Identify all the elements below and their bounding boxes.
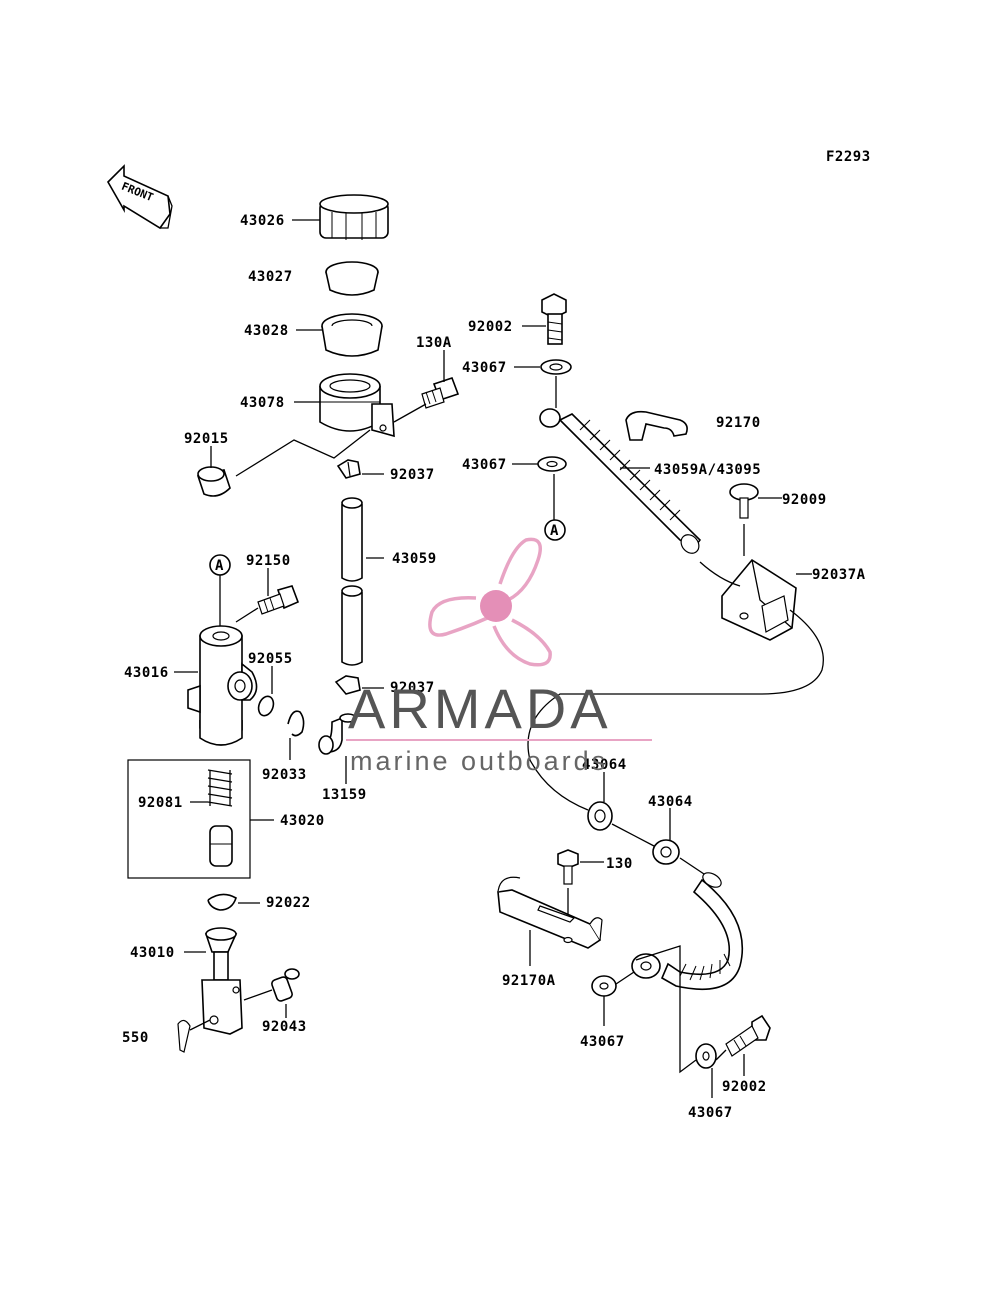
front-arrow-icon: FRONT xyxy=(107,164,173,230)
label-13159: 13159 xyxy=(322,787,367,803)
screw-92009 xyxy=(729,483,759,519)
routing-line xyxy=(527,561,824,811)
label-92002-top: 92002 xyxy=(468,319,513,335)
bracket-92170a xyxy=(497,876,603,949)
label-92170a: 92170A xyxy=(502,973,556,989)
grommet-43064-right xyxy=(652,839,680,865)
reservoir-body xyxy=(319,373,395,438)
callout-a-left: A xyxy=(209,554,231,576)
label-130a: 130A xyxy=(416,335,452,351)
reservoir-hose xyxy=(341,497,363,666)
watermark: ARMADA marine outboards xyxy=(346,537,652,776)
callout-a-right: A xyxy=(544,519,566,541)
bolt-92150 xyxy=(257,585,300,615)
label-43067-bl: 43067 xyxy=(580,1034,625,1050)
svg-text:A: A xyxy=(550,523,559,539)
propeller-hub-icon xyxy=(480,590,512,622)
label-92015: 92015 xyxy=(184,431,229,447)
label-92037-bottom: 92037 xyxy=(390,680,435,696)
hose-clamp-92170 xyxy=(625,410,688,441)
label-43028: 43028 xyxy=(244,323,289,339)
label-43064-left: 43064 xyxy=(582,757,627,773)
label-43067-br: 43067 xyxy=(688,1105,733,1121)
brake-hose-upper xyxy=(539,408,702,554)
label-92022: 92022 xyxy=(266,895,311,911)
label-43010: 43010 xyxy=(130,945,175,961)
label-43027: 43027 xyxy=(248,269,293,285)
pin-92043 xyxy=(271,968,300,1002)
label-92043: 92043 xyxy=(262,1019,307,1035)
grommet-92015 xyxy=(196,466,231,497)
diaphragm-plate xyxy=(325,261,379,296)
spring-92081 xyxy=(207,769,233,807)
hose-clamp-top xyxy=(336,459,361,479)
label-43067-mid: 43067 xyxy=(462,457,507,473)
grommet-43064-left xyxy=(587,801,613,831)
washer-bottom-left xyxy=(591,975,617,997)
bolt-130 xyxy=(557,849,579,885)
label-43059a: 43059A/43095 xyxy=(654,462,761,478)
label-43016: 43016 xyxy=(124,665,169,681)
label-43067-top: 43067 xyxy=(462,360,507,376)
svg-text:A: A xyxy=(215,558,224,574)
circlip-92033 xyxy=(287,710,305,737)
screw-130a xyxy=(421,376,460,409)
figure-code: F2293 xyxy=(826,149,871,165)
label-92037-top: 92037 xyxy=(390,467,435,483)
label-43026: 43026 xyxy=(240,213,285,229)
push-rod-43010 xyxy=(201,927,243,1035)
label-92009: 92009 xyxy=(782,492,827,508)
label-130: 130 xyxy=(606,856,633,872)
reservoir-cap xyxy=(319,194,389,240)
piston xyxy=(209,825,233,867)
label-43078: 43078 xyxy=(240,395,285,411)
snap-ring-92022 xyxy=(207,893,237,911)
watermark-subtitle: marine outboards xyxy=(350,746,608,776)
watermark-title: ARMADA xyxy=(348,677,612,740)
o-ring-92055 xyxy=(257,695,275,717)
label-43020: 43020 xyxy=(280,813,325,829)
label-43059: 43059 xyxy=(392,551,437,567)
label-92055: 92055 xyxy=(248,651,293,667)
banjo-bolt-top xyxy=(541,293,567,345)
label-92037a: 92037A xyxy=(812,567,866,583)
label-43064-right: 43064 xyxy=(648,794,693,810)
label-550: 550 xyxy=(122,1030,149,1046)
washer-top xyxy=(540,359,572,375)
propeller-logo-icon xyxy=(428,537,552,667)
diaphragm xyxy=(321,313,383,357)
bracket-92037a xyxy=(721,558,797,641)
label-92150: 92150 xyxy=(246,553,291,569)
elbow-fitting xyxy=(318,713,357,755)
hose-clamp-bottom xyxy=(334,675,361,695)
label-92170: 92170 xyxy=(716,415,761,431)
master-cylinder-body xyxy=(187,625,258,746)
label-92002-bottom: 92002 xyxy=(722,1079,767,1095)
piston-kit-box xyxy=(127,759,251,879)
cotter-pin-550 xyxy=(177,1019,191,1053)
brake-hose-lower xyxy=(631,872,744,991)
banjo-bolt-bottom xyxy=(725,1014,771,1057)
washer-bottom-right xyxy=(695,1043,717,1069)
washer-mid xyxy=(537,456,567,472)
label-92033: 92033 xyxy=(262,767,307,783)
label-92081: 92081 xyxy=(138,795,183,811)
